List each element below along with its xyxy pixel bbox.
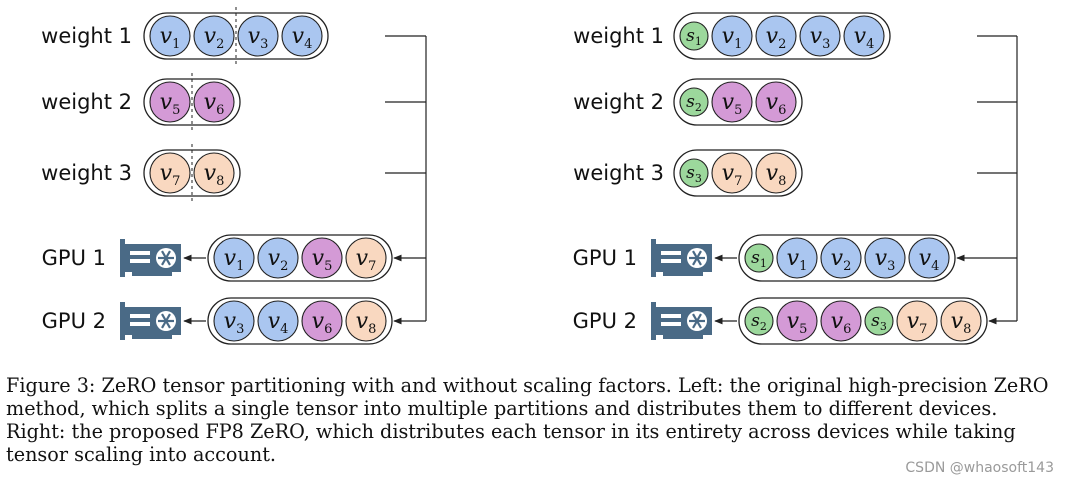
token-label-v4: v4 <box>292 24 313 52</box>
token-s2 <box>744 306 774 336</box>
token-v4 <box>281 15 323 57</box>
token-v6 <box>301 300 343 342</box>
token-label-v6: v6 <box>312 309 333 337</box>
token-v1 <box>776 237 818 279</box>
token-label-v1: v1 <box>722 24 743 52</box>
token-label-s1: s1 <box>751 248 767 270</box>
gpu-label: GPU 2 <box>573 309 637 333</box>
gpu-card-icon <box>651 302 712 340</box>
token-v3 <box>213 300 255 342</box>
weight-label: weight 3 <box>41 161 132 185</box>
token-label-v3: v3 <box>248 24 269 52</box>
token-v5 <box>711 81 753 123</box>
token-label-v4: v4 <box>268 309 289 337</box>
token-v5 <box>776 300 818 342</box>
weight-label: weight 2 <box>573 90 664 114</box>
token-label-v6: v6 <box>766 90 787 118</box>
token-label-s3: s3 <box>686 163 702 185</box>
token-v2 <box>193 15 235 57</box>
gpu-card-icon <box>120 239 181 277</box>
token-v5 <box>301 237 343 279</box>
token-v8 <box>755 152 797 194</box>
token-label-s2: s2 <box>686 92 702 114</box>
token-label-v5: v5 <box>722 90 743 118</box>
token-label-v7: v7 <box>160 161 181 189</box>
token-v8 <box>193 152 235 194</box>
token-label-v3: v3 <box>875 246 896 274</box>
weight-label: weight 1 <box>41 24 132 48</box>
token-v8 <box>940 300 982 342</box>
token-v7 <box>345 237 387 279</box>
token-label-v3: v3 <box>810 24 831 52</box>
token-v3 <box>237 15 279 57</box>
token-v5 <box>149 81 191 123</box>
watermark: CSDN @whaosoft143 <box>905 460 1054 476</box>
token-label-v8: v8 <box>356 309 377 337</box>
token-v7 <box>896 300 938 342</box>
token-label-v5: v5 <box>787 309 808 337</box>
token-label-v7: v7 <box>907 309 928 337</box>
token-label-v7: v7 <box>356 246 377 274</box>
token-label-v4: v4 <box>919 246 940 274</box>
token-label-v6: v6 <box>204 90 225 118</box>
gpu-card-icon <box>651 239 712 277</box>
token-label-v8: v8 <box>951 309 972 337</box>
gpu-2-container <box>207 297 393 345</box>
token-s3 <box>864 306 894 336</box>
figure-caption: Figure 3: ZeRO tensor partitioning with … <box>6 374 1049 466</box>
token-s3 <box>679 158 709 188</box>
token-label-v5: v5 <box>160 90 181 118</box>
weight-label: weight 1 <box>573 24 664 48</box>
token-label-v5: v5 <box>312 246 333 274</box>
token-v2 <box>257 237 299 279</box>
token-label-v7: v7 <box>722 161 743 189</box>
token-s2 <box>679 87 709 117</box>
token-v3 <box>799 15 841 57</box>
token-v8 <box>345 300 387 342</box>
token-v1 <box>711 15 753 57</box>
token-v2 <box>820 237 862 279</box>
token-s1 <box>744 243 774 273</box>
token-v4 <box>843 15 885 57</box>
weight-label: weight 3 <box>573 161 664 185</box>
token-label-v8: v8 <box>766 161 787 189</box>
token-label-v1: v1 <box>160 24 181 52</box>
token-v1 <box>213 237 255 279</box>
token-v7 <box>149 152 191 194</box>
token-label-v1: v1 <box>787 246 808 274</box>
token-v1 <box>149 15 191 57</box>
token-label-s1: s1 <box>686 26 702 48</box>
token-label-v3: v3 <box>224 309 245 337</box>
token-label-s3: s3 <box>871 311 887 333</box>
right-panel: weight 1 weight 2 weight 3 GPU 1 GPU 2 <box>573 24 1018 333</box>
token-v6 <box>193 81 235 123</box>
token-label-v4: v4 <box>854 24 875 52</box>
left-panel: weight 1 weight 2 weight 3 GPU 1 GPU 2 <box>41 24 427 333</box>
token-label-v6: v6 <box>831 309 852 337</box>
token-label-v2: v2 <box>831 246 852 274</box>
token-v3 <box>864 237 906 279</box>
gpu-label: GPU 1 <box>573 246 637 270</box>
token-v4 <box>908 237 950 279</box>
token-label-v2: v2 <box>766 24 787 52</box>
token-v6 <box>755 81 797 123</box>
token-v2 <box>755 15 797 57</box>
token-label-v2: v2 <box>204 24 225 52</box>
gpu-label: GPU 1 <box>42 246 106 270</box>
token-v7 <box>711 152 753 194</box>
gpu-label: GPU 2 <box>42 309 106 333</box>
token-label-v8: v8 <box>204 161 225 189</box>
token-label-v1: v1 <box>224 246 245 274</box>
zero-partitioning-diagram: weight 1 weight 2 weight 3 GPU 1 GPU 2 v1 v2 v3… <box>41 7 1018 345</box>
token-v6 <box>820 300 862 342</box>
gpu-1-container <box>207 234 393 282</box>
token-v4 <box>257 300 299 342</box>
token-label-v2: v2 <box>268 246 289 274</box>
token-label-s2: s2 <box>751 311 767 333</box>
gpu-card-icon <box>120 302 181 340</box>
token-s1 <box>679 21 709 51</box>
weight-label: weight 2 <box>41 90 132 114</box>
